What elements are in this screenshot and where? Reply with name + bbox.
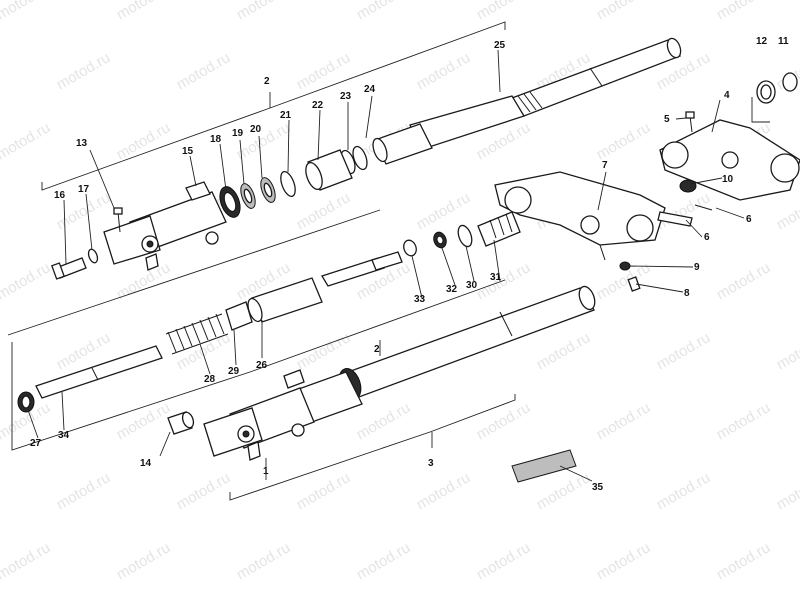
lower-fork-assembly (167, 285, 596, 483)
watermark-text: motod.ru (474, 0, 534, 23)
callout-6-lower: 6 (704, 232, 710, 243)
watermark-text: motod.ru (594, 119, 654, 163)
callout-22: 22 (312, 100, 324, 111)
callout-32: 32 (446, 284, 458, 295)
watermark-text: motod.ru (54, 469, 114, 513)
watermark-text: motod.ru (114, 399, 174, 443)
watermark-text: motod.ru (54, 49, 114, 93)
triple-clamps (494, 72, 800, 292)
watermark-text: motod.ru (714, 539, 774, 583)
watermark-text: motod.ru (294, 49, 354, 93)
watermark-text: motod.ru (114, 539, 174, 583)
callout-6-upper: 6 (746, 214, 752, 225)
group-brackets (7, 21, 770, 501)
watermark-text: motod.ru (0, 259, 53, 303)
callout-17: 17 (78, 184, 90, 195)
callout-2-upper: 2 (264, 76, 270, 87)
watermark-text: motod.ru (414, 469, 474, 513)
watermark-text: motod.ru (234, 119, 294, 163)
callout-34: 34 (58, 430, 70, 441)
callout-7: 7 (602, 160, 608, 171)
callout-4: 4 (724, 90, 730, 101)
callout-20: 20 (250, 124, 262, 135)
watermark-text: motod.ru (654, 329, 714, 373)
watermark-text: motod.ru (714, 0, 774, 23)
watermark-text: motod.ru (354, 0, 414, 23)
callout-14: 14 (140, 458, 152, 469)
callout-12: 12 (756, 36, 768, 47)
watermark-text: motod.ru (174, 469, 234, 513)
watermark-text: motod.ru (0, 539, 53, 583)
watermark-text: motod.ru (774, 469, 800, 513)
callout-24: 24 (364, 84, 376, 95)
watermark-text: motod.ru (0, 119, 53, 163)
watermark-text: motod.ru (654, 469, 714, 513)
watermark-text: motod.ru (774, 329, 800, 373)
watermark-text: motod.ru (594, 399, 654, 443)
callout-33: 33 (414, 294, 426, 305)
watermark-text: motod.ru (714, 399, 774, 443)
callout-26: 26 (256, 360, 268, 371)
watermark-text: motod.ru (114, 119, 174, 163)
callout-3: 3 (428, 458, 434, 469)
watermark-text: motod.ru (534, 329, 594, 373)
watermark-text: motod.ru (354, 539, 414, 583)
watermark-text: motod.ru (0, 0, 53, 23)
callout-1: 1 (263, 466, 269, 477)
watermark-text: motod.ru (414, 49, 474, 93)
watermark-text: motod.ru (294, 329, 354, 373)
callout-15: 15 (182, 146, 194, 157)
callout-28: 28 (204, 374, 216, 385)
watermark-text: motod.ru (174, 49, 234, 93)
callout-10: 10 (722, 174, 734, 185)
callout-8: 8 (684, 288, 690, 299)
callout-18: 18 (210, 134, 222, 145)
watermark-text: motod.ru (294, 189, 354, 233)
watermark-text: motod.ru (354, 399, 414, 443)
watermark-text: motod.ru (534, 469, 594, 513)
watermark-text: motod.ru (474, 539, 534, 583)
watermark-text: motod.ru (594, 0, 654, 23)
watermark-text: motod.ru (594, 539, 654, 583)
leader-lines (27, 49, 745, 482)
callout-19: 19 (232, 128, 244, 139)
callout-labels: 1 2 2 3 4 5 6 6 7 8 9 10 11 12 13 14 15 … (30, 36, 789, 493)
callout-35: 35 (592, 482, 604, 493)
callout-25: 25 (494, 40, 506, 51)
watermark-text: motod.ru (774, 189, 800, 233)
callout-13: 13 (76, 138, 88, 149)
watermark-text: motod.ru (714, 259, 774, 303)
damper-internals (17, 211, 521, 413)
callout-31: 31 (490, 272, 502, 283)
callout-9: 9 (694, 262, 700, 273)
callout-5: 5 (664, 114, 670, 125)
watermark-text: motod.ru (234, 539, 294, 583)
callout-29: 29 (228, 366, 240, 377)
callout-21: 21 (280, 110, 292, 121)
callout-23: 23 (340, 91, 352, 102)
callout-27: 27 (30, 438, 42, 449)
callout-2-middle: 2 (374, 344, 380, 355)
watermark-text: motod.ru (474, 259, 534, 303)
watermark-text: motod.ru (474, 399, 534, 443)
watermark-text: motod.ru (114, 0, 174, 23)
callout-16: 16 (54, 190, 66, 201)
upper-fork-assembly (51, 37, 682, 280)
callout-30: 30 (466, 280, 478, 291)
callout-11: 11 (778, 36, 789, 47)
watermark-text: motod.ru (234, 0, 294, 23)
